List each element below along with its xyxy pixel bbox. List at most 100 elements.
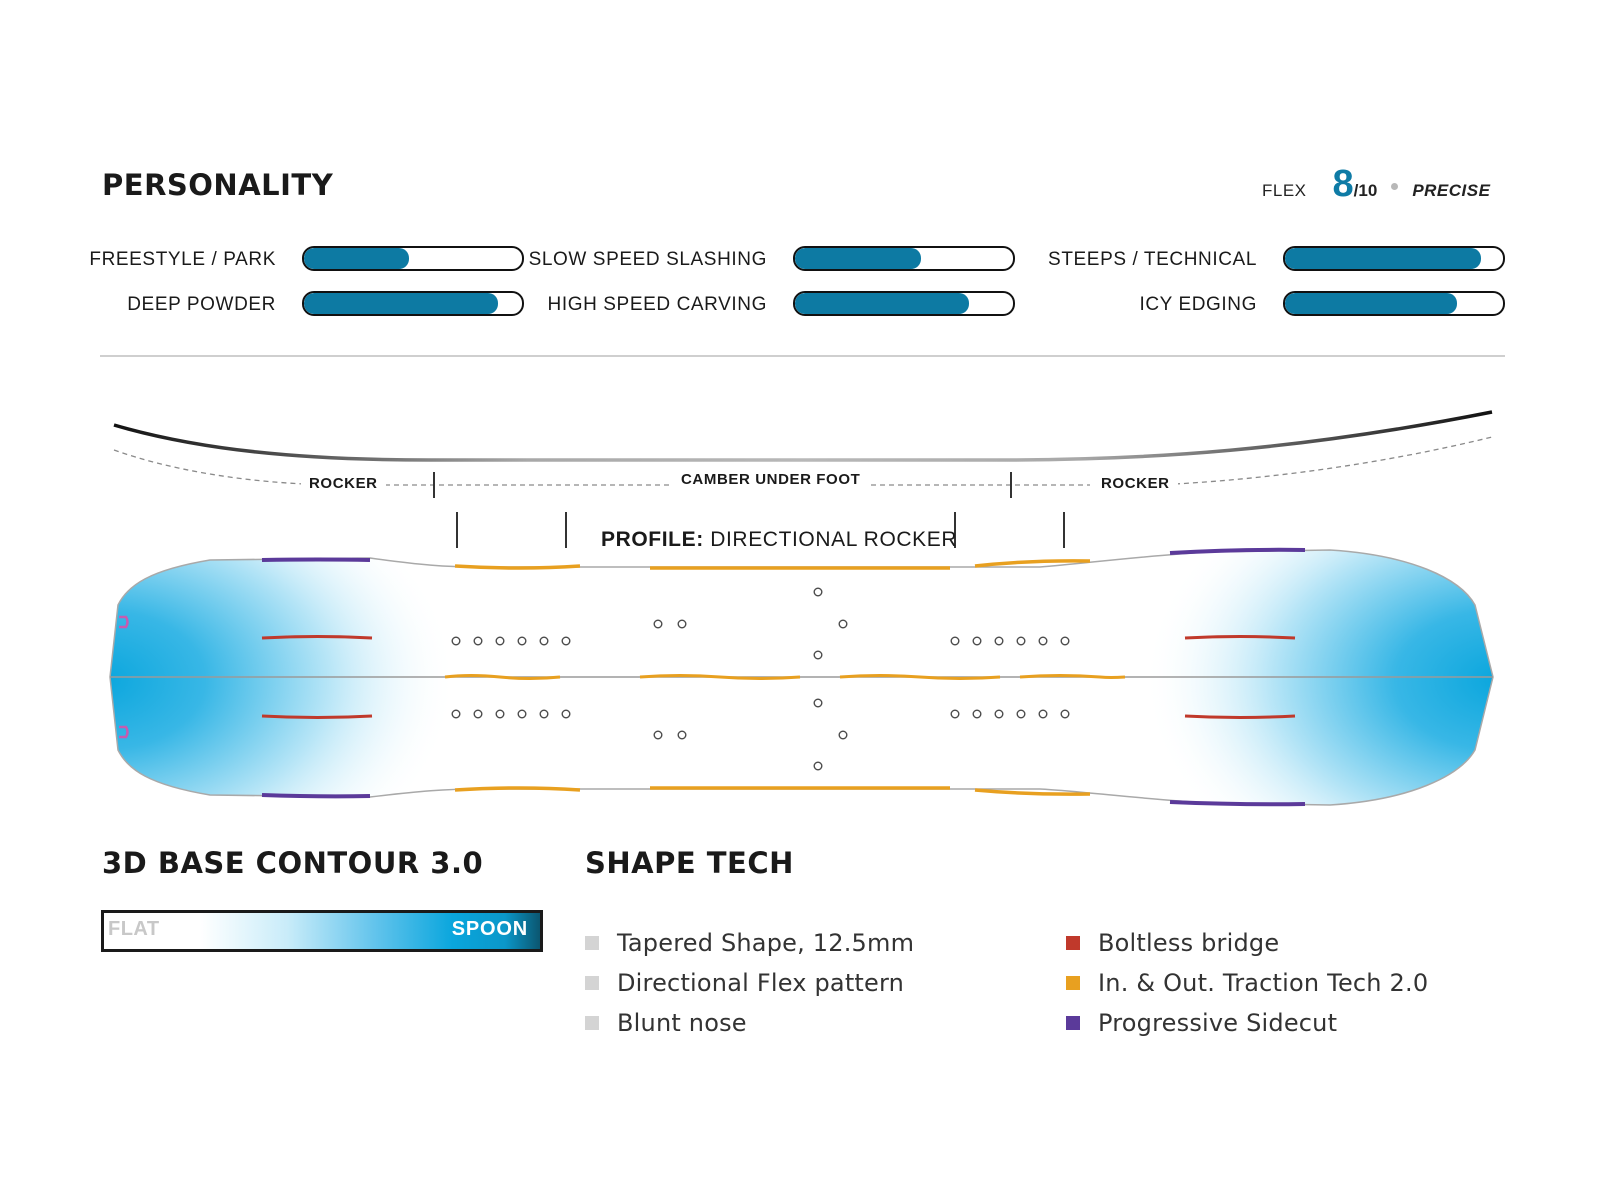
insert [517,709,527,719]
flex-rating: FLEX 8 /10 PRECISE [1262,163,1490,207]
bar-slow-speed [793,246,1015,271]
insert [950,709,960,719]
insert [813,650,823,660]
bar-fill [1285,293,1458,314]
tech-item: Blunt nose [585,1008,747,1038]
shape-tech-title: SHAPE TECH [585,846,794,880]
bar-fill [1285,248,1482,269]
legend-square-icon [585,976,599,990]
bar-steeps [1283,246,1505,271]
insert [972,709,982,719]
insert [1060,709,1070,719]
insert [813,761,823,771]
base-contour-gradient: FLAT SPOON [101,910,543,952]
insert [495,636,505,646]
insert [813,587,823,597]
insert [495,709,505,719]
camber-label: CAMBER UNDER FOOT [673,471,869,488]
insert [561,709,571,719]
tech-item: Boltless bridge [1066,928,1279,958]
contour-spoon-label: SPOON [451,918,528,940]
insert [451,636,461,646]
profile-curve [113,410,1493,462]
insert [1016,636,1026,646]
separator-dot-icon [1391,183,1399,190]
insert [473,636,483,646]
sidecut-accent [1169,547,1306,555]
bar-fill [304,248,409,269]
legend-square-icon [1066,936,1080,950]
leash-loop [119,725,129,739]
profile-label-prefix: PROFILE: [601,528,704,551]
traction-edge [974,559,1091,568]
insert [561,636,571,646]
insert [653,730,663,740]
traction-edge [454,564,581,570]
profile-label-value: DIRECTIONAL ROCKER [710,528,958,551]
tail-fade [1080,550,1493,805]
sidecut-accent [1169,800,1306,807]
rocker-label-left: ROCKER [301,475,386,492]
traction-center [444,674,1126,680]
insert [653,619,663,629]
bar-fill [795,248,922,269]
profile-dashed-line-left [113,449,306,485]
insert [539,709,549,719]
nose-fade [110,550,520,805]
insert [677,619,687,629]
tech-item: Directional Flex pattern [585,968,904,998]
insert [813,698,823,708]
insert [994,709,1004,719]
flex-label: FLEX [1262,181,1307,200]
bar-high-speed [793,291,1015,316]
tech-item: Progressive Sidecut [1066,1008,1337,1038]
insert [972,636,982,646]
bridge-accent [261,714,373,719]
flex-max: /10 [1353,181,1378,200]
bridge-accent [1184,714,1296,719]
profile-dashed-line-right [1174,436,1493,485]
insert [994,636,1004,646]
snowboard-illustration [109,547,1494,807]
leash-loop [119,615,129,629]
insert [838,730,848,740]
insert [1038,709,1048,719]
bar-icy-edging [1283,291,1505,316]
bar-label-steeps: STEEPS / TECHNICAL [1048,249,1257,270]
bar-freestyle [302,246,524,271]
bar-label-freestyle: FREESTYLE / PARK [89,249,276,270]
bridge-accent [261,635,373,640]
insert [1038,636,1048,646]
bar-deep-powder [302,291,524,316]
legend-square-icon [1066,976,1080,990]
flex-descriptor: PRECISE [1412,181,1491,200]
bar-label-icy-edging: ICY EDGING [1139,294,1257,315]
bar-label-high-speed: HIGH SPEED CARVING [547,294,767,315]
profile-label: PROFILE: DIRECTIONAL ROCKER [601,528,957,552]
traction-edge [974,788,1091,796]
section-divider [100,355,1505,357]
tech-item: Tapered Shape, 12.5mm [585,928,914,958]
insert [838,619,848,629]
rocker-label-right: ROCKER [1093,475,1178,492]
sidecut-accent [261,557,371,562]
insert [677,730,687,740]
insert [539,636,549,646]
base-contour-title: 3D BASE CONTOUR 3.0 [102,846,484,880]
bar-label-slow-speed: SLOW SPEED SLASHING [528,249,767,270]
bar-label-deep-powder: DEEP POWDER [127,294,276,315]
insert [517,636,527,646]
bar-fill [795,293,970,314]
legend-square-icon [1066,1016,1080,1030]
contour-flat-label: FLAT [108,918,160,940]
sidecut-accent [261,793,371,799]
bridge-accent [1184,635,1296,640]
legend-square-icon [585,1016,599,1030]
flex-value: 8 [1332,163,1354,205]
legend-square-icon [585,936,599,950]
insert [473,709,483,719]
insert [950,636,960,646]
insert [451,709,461,719]
traction-edge [454,786,581,792]
insert [1016,709,1026,719]
